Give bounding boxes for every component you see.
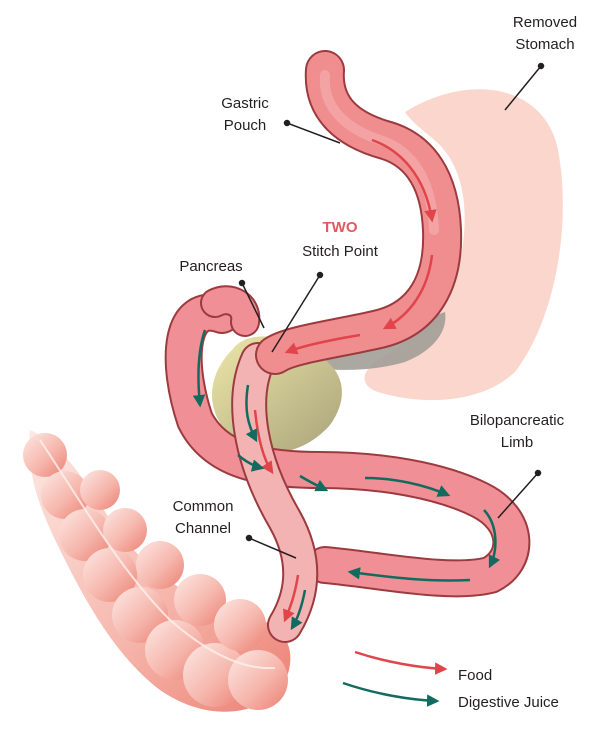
colon-highlight-line — [39, 439, 276, 670]
juice-flow-arrow — [347, 567, 471, 582]
juice-flow-arrow — [299, 474, 329, 492]
colon-haustra — [41, 471, 89, 519]
removed-stomach-leader-dot — [537, 62, 545, 70]
removed-stomach-shape — [364, 89, 563, 401]
colon-haustra — [214, 599, 266, 651]
stitch-point-leader-dot — [316, 271, 324, 279]
legend-food-label: Food — [458, 667, 492, 684]
stitch-point-leader — [271, 274, 321, 353]
pancreas-label: Pancreas — [179, 258, 242, 275]
bilopancreatic-limb-label-line2: Limb — [501, 434, 534, 451]
two-label: TWO — [323, 219, 358, 236]
colon-haustra — [59, 509, 111, 561]
pancreas-leader-dot — [238, 279, 246, 287]
juice-flow-arrow — [290, 589, 307, 631]
stitch-point-label: Stitch Point — [302, 243, 379, 260]
common-channel-label-line1: Common — [173, 498, 234, 515]
legend-food-arrow — [354, 650, 448, 675]
legend-juice-label: Digestive Juice — [458, 694, 559, 711]
juice-flow-arrow — [192, 329, 207, 408]
bilopancreatic-limb-leader-dot — [534, 469, 542, 477]
food-flow-arrow — [253, 409, 274, 475]
gastric-pouch-leader-dot — [283, 119, 291, 127]
juice-flow-arrow — [364, 476, 451, 497]
juice-flow-arrow — [483, 509, 501, 569]
juice-flow-arrow — [245, 384, 258, 443]
juice-flow-arrow — [237, 454, 265, 472]
bilopancreatic-limb-label-line1: Bilopancreatic — [470, 412, 565, 429]
colon-haustra — [136, 541, 184, 589]
gastric-pouch-group — [255, 50, 463, 375]
colon-haustra — [228, 650, 288, 710]
gastric-pouch-label-line2: Pouch — [224, 117, 267, 134]
legend: Food Digestive Juice — [342, 650, 559, 711]
legend-juice-arrow — [342, 681, 440, 707]
removed-stomach-label-line2: Stomach — [515, 36, 574, 53]
common-channel-leader — [248, 537, 297, 559]
colon-haustra — [174, 574, 226, 626]
colon-haustra — [83, 548, 137, 602]
removed-stomach-label-line1: Removed — [513, 14, 577, 31]
gastric-pouch-leader — [286, 122, 341, 144]
common-channel-leader-dot — [245, 534, 253, 542]
common-channel-group — [231, 342, 319, 643]
food-flow-arrow — [371, 138, 437, 223]
colon-haustra — [103, 508, 147, 552]
pancreas-leader — [241, 282, 265, 329]
bilopancreatic-limb-group — [164, 285, 531, 598]
food-flow-arrow — [283, 574, 300, 623]
leader-lines-group — [238, 62, 545, 559]
gastric-pouch-label-line1: Gastric — [221, 95, 269, 112]
colon-haustra — [80, 470, 120, 510]
common-channel-label-line2: Channel — [175, 520, 231, 537]
bilopancreatic-limb-leader — [497, 472, 539, 519]
removed-stomach-leader — [504, 65, 542, 111]
food-flow-arrow — [382, 254, 434, 330]
food-arrows-group — [253, 138, 437, 623]
food-flow-arrow — [284, 333, 361, 355]
juice-arrows-group — [192, 329, 501, 631]
